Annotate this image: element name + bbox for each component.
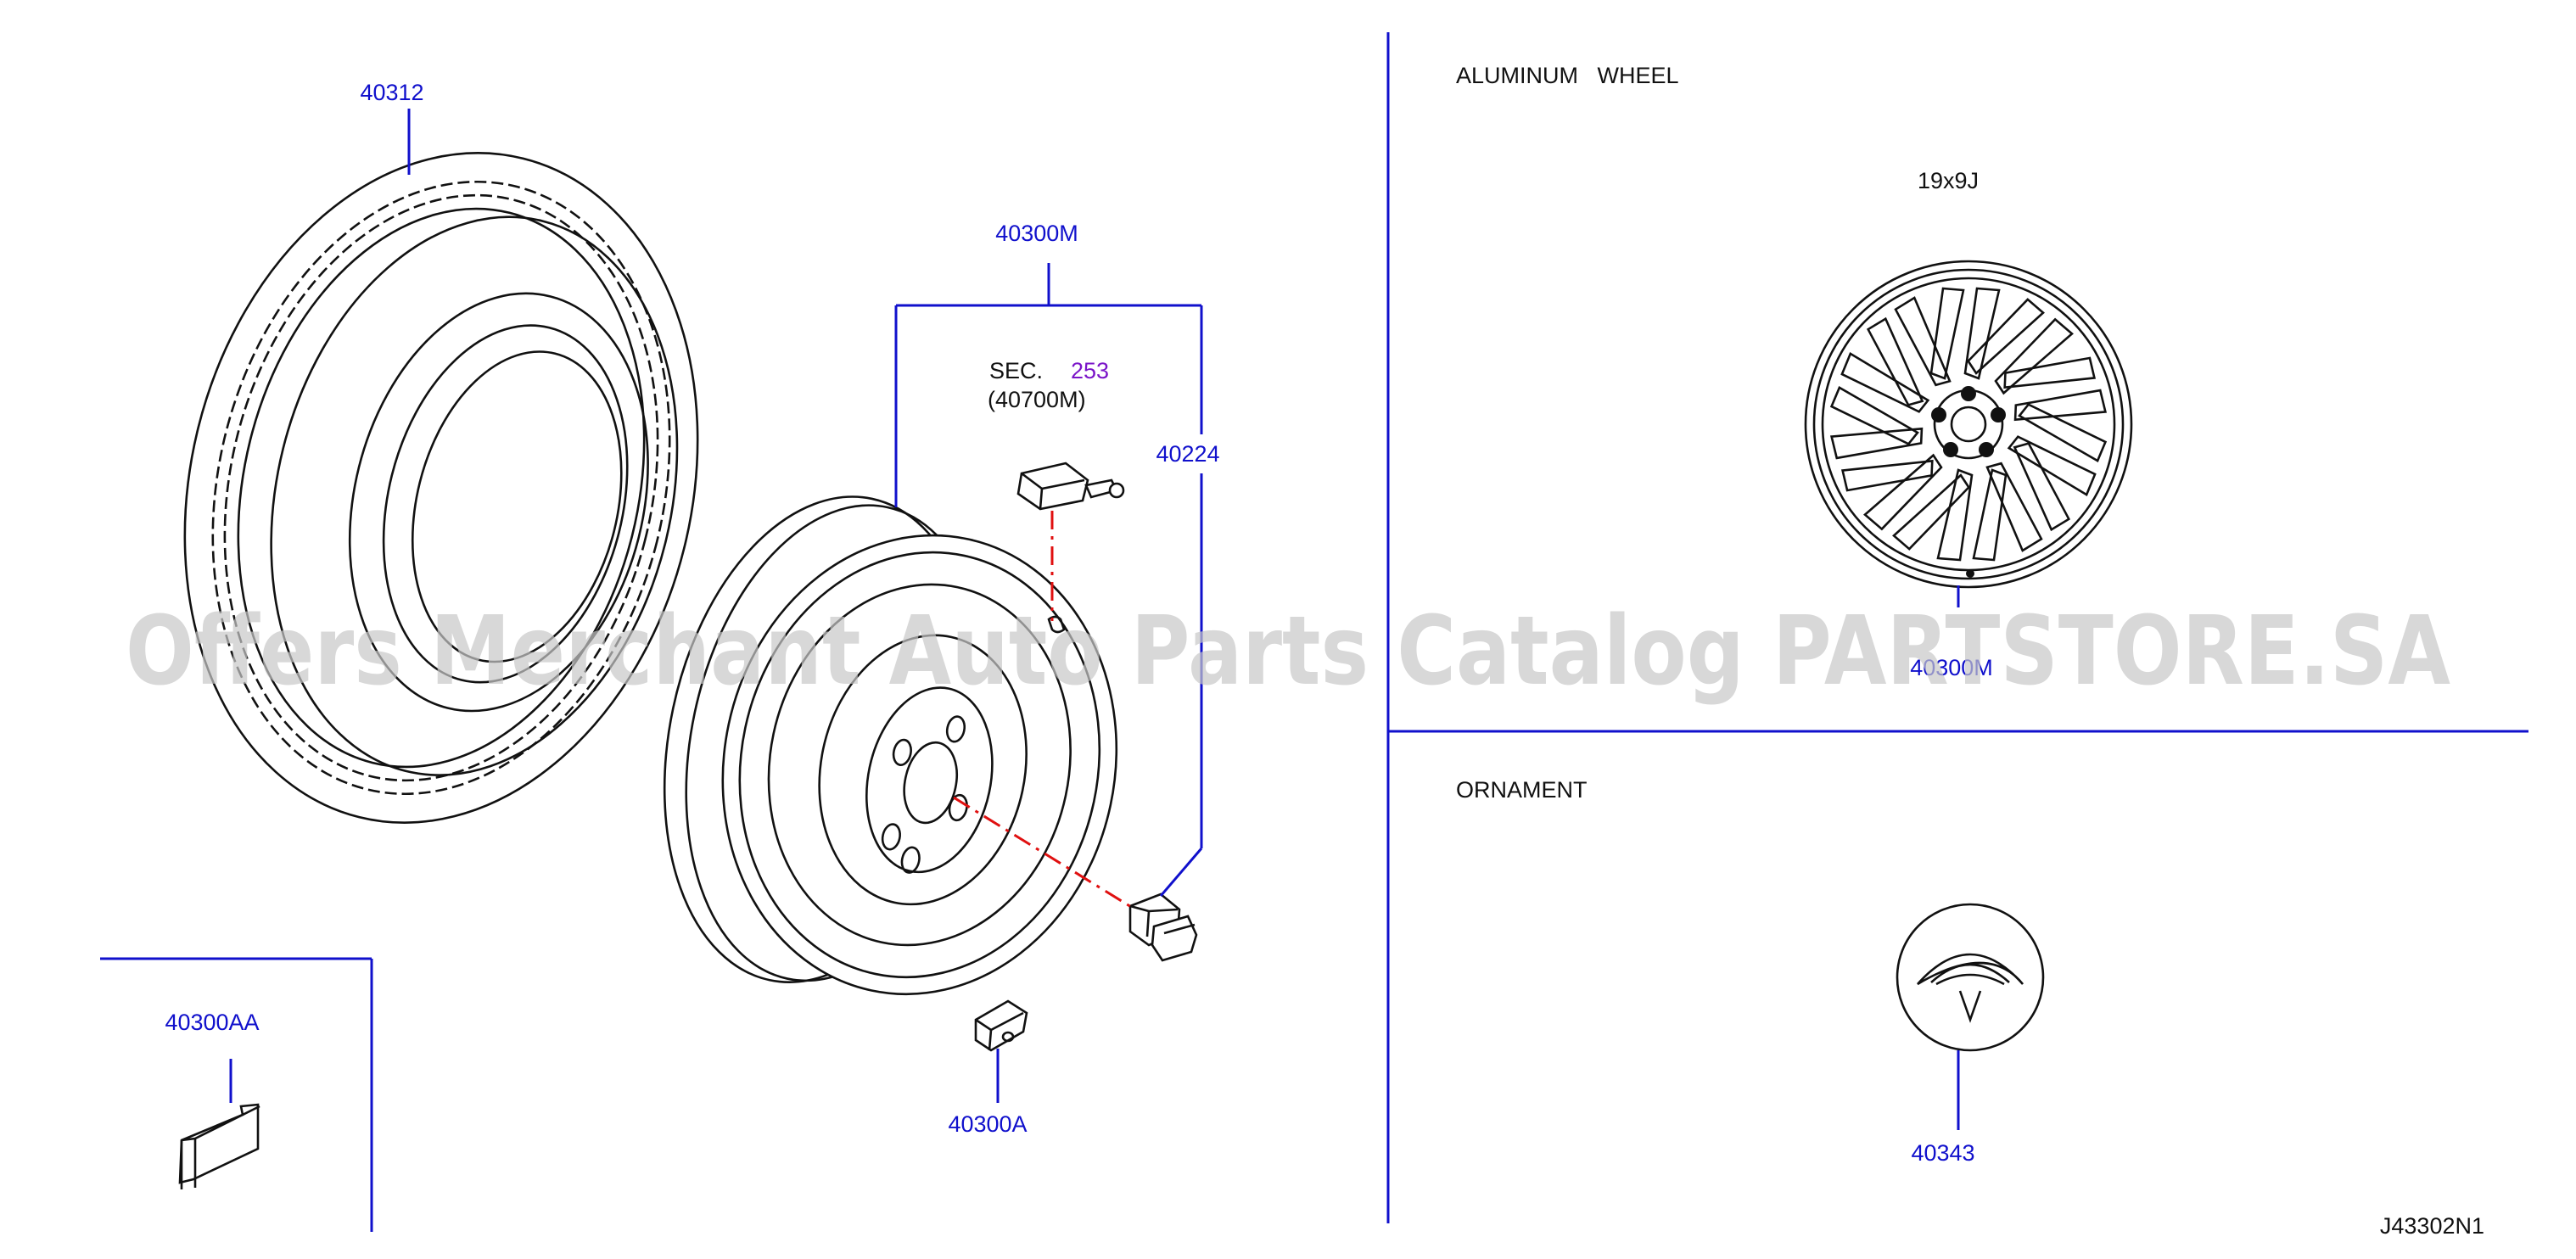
wheel-nut-drawing[interactable]	[1128, 892, 1198, 962]
sensor-part-number: (40700M)	[988, 387, 1086, 412]
ornament-part-number[interactable]: 40343	[1911, 1140, 1974, 1166]
wheel-assembly-part-number[interactable]: 40300M	[995, 221, 1078, 246]
balance-weight-part-number[interactable]: 40300AA	[165, 1010, 259, 1035]
wheel-nut-part-number[interactable]: 40224	[1156, 441, 1219, 467]
tpms-sensor-drawing[interactable]	[1016, 462, 1125, 511]
aluminum-wheel-part-number[interactable]: 40300M	[1910, 655, 1993, 680]
tire-part-number[interactable]: 40312	[360, 80, 423, 105]
diagram-code: J43302N1	[2380, 1213, 2484, 1239]
balance-weight-drawing[interactable]	[178, 1103, 260, 1189]
sensor-section-prefix: SEC.	[989, 358, 1043, 383]
guide-lines	[953, 511, 1136, 911]
leader-lines	[229, 109, 1960, 1130]
steel-wheel-drawing[interactable]	[622, 467, 1162, 1042]
wheel-size-label: 19x9J	[1918, 168, 1979, 193]
balance-weight-clip-drawing[interactable]	[974, 999, 1028, 1052]
watermark-text: Offers Merchant Auto Parts Catalog PARTS…	[126, 596, 2450, 707]
balance-weight-clip-part-number[interactable]: 40300A	[948, 1111, 1027, 1137]
tire-drawing[interactable]	[116, 98, 766, 878]
sensor-section-reference-link[interactable]: 253	[1071, 358, 1109, 383]
aluminum-wheel-section-title: ALUMINUM WHEEL	[1456, 63, 1679, 88]
ornament-drawing[interactable]	[1896, 903, 2045, 1052]
ornament-section-title: ORNAMENT	[1456, 777, 1588, 803]
aluminum-wheel-drawing[interactable]	[1804, 260, 2133, 589]
section-dividers	[100, 32, 2528, 1232]
